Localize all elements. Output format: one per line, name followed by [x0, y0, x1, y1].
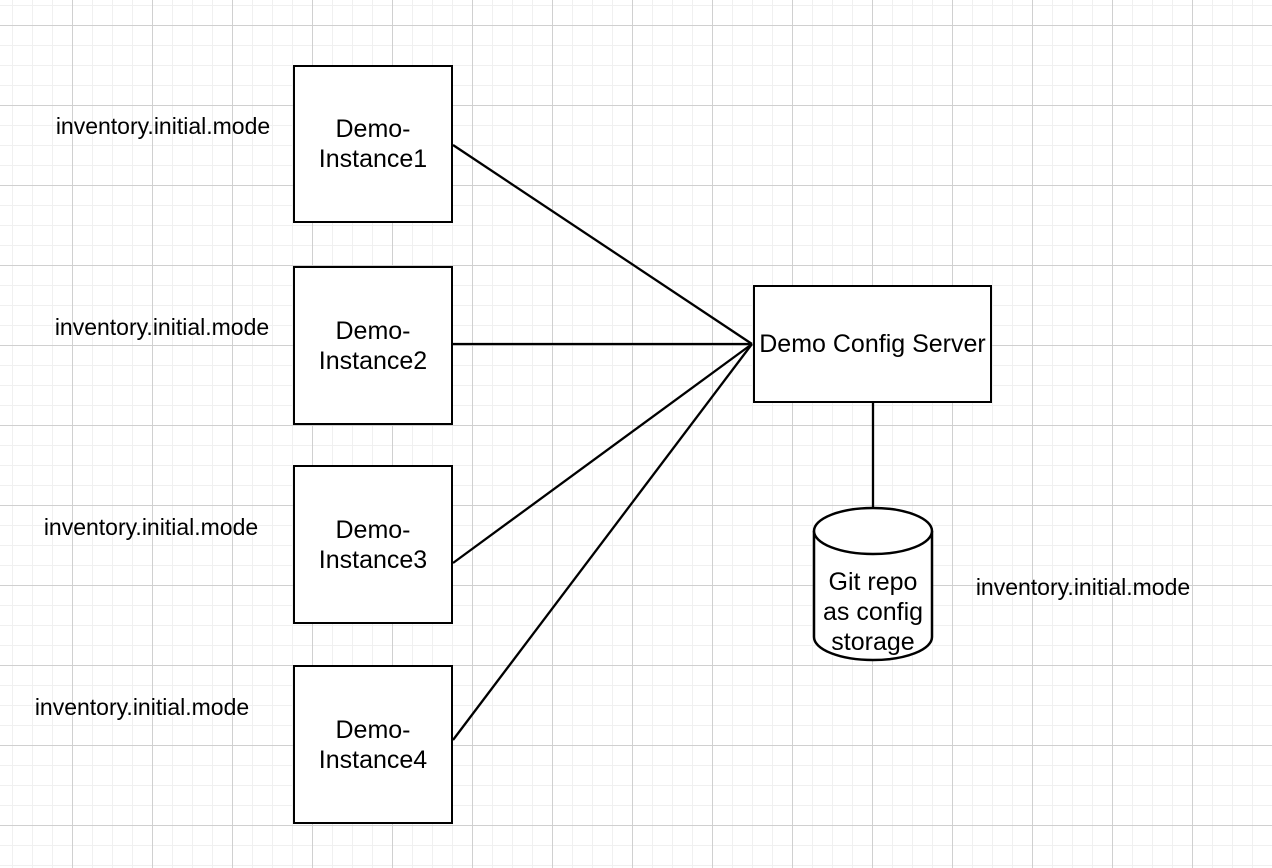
node-demo-instance3[interactable]: Demo- Instance3	[293, 465, 453, 624]
node-demo-instance4-label: Demo- Instance4	[318, 715, 428, 774]
edge-instance3-server[interactable]	[452, 343, 753, 564]
cylinder-body	[812, 531, 934, 662]
node-demo-instance1-label: Demo- Instance1	[318, 115, 428, 173]
annotation-instance3-mode[interactable]: inventory.initial.mode	[43, 514, 259, 540]
node-demo-instance3-label: Demo- Instance3	[318, 515, 428, 574]
storage-cylinder[interactable]	[812, 506, 934, 662]
node-demo-instance2[interactable]: Demo- Instance2	[293, 266, 453, 425]
storage-label: Git repo as config storage	[822, 568, 924, 656]
node-demo-instance4[interactable]: Demo- Instance4	[293, 665, 453, 824]
node-demo-config-server[interactable]: Demo Config Server	[753, 285, 992, 403]
edge-instance1-server[interactable]	[452, 144, 753, 345]
annotation-instance4-mode[interactable]: inventory.initial.mode	[34, 694, 250, 720]
annotation-instance1-mode[interactable]: inventory.initial.mode	[55, 113, 271, 139]
cylinder-top	[812, 506, 934, 556]
annotation-storage-mode[interactable]: inventory.initial.mode	[975, 574, 1191, 600]
annotation-instance2-mode[interactable]: inventory.initial.mode	[54, 314, 270, 340]
node-demo-config-server-label: Demo Config Server	[759, 330, 986, 358]
node-demo-instance1[interactable]: Demo- Instance1	[293, 65, 453, 223]
edge-instance4-server[interactable]	[452, 343, 753, 741]
node-demo-instance2-label: Demo- Instance2	[318, 316, 428, 375]
